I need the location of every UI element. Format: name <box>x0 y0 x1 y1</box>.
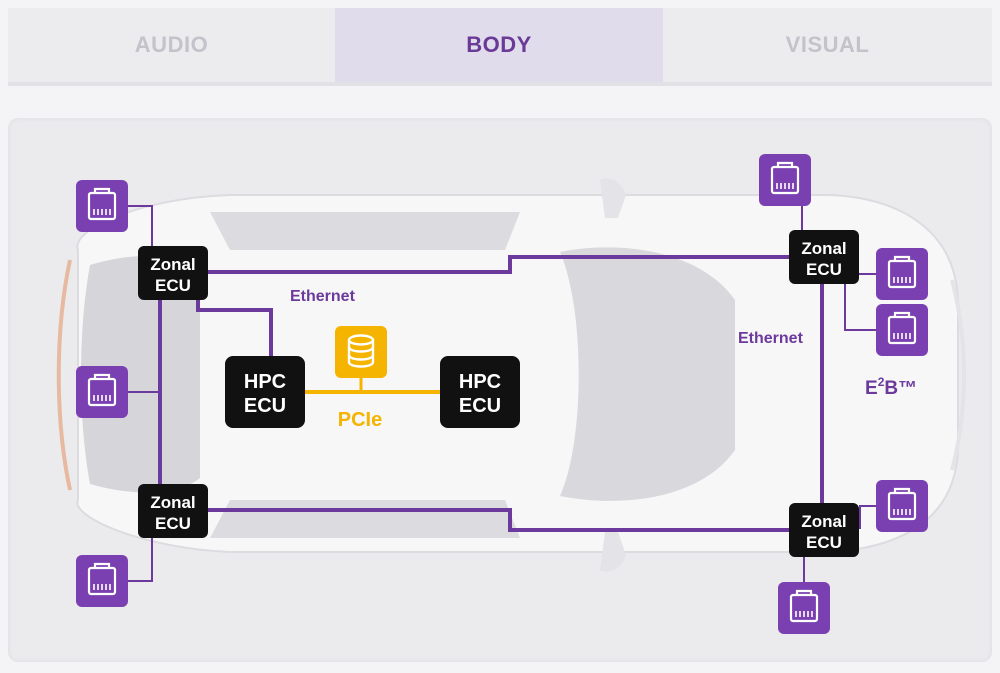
zonal-ecu-label-line2: ECU <box>806 260 842 279</box>
ethernet-port-icon <box>874 478 930 534</box>
zonal-ecu-rear-right: Zonal ECU <box>789 503 859 557</box>
ethernet-port-icon <box>776 580 832 636</box>
ethernet-port-icon <box>874 246 930 302</box>
hpc-ecu-right: HPC ECU <box>440 356 520 428</box>
tab-audio-label: AUDIO <box>134 32 209 57</box>
hpc-ecu-label-line2: ECU <box>459 395 501 417</box>
tab-body[interactable]: BODY <box>335 8 663 86</box>
hpc-ecu-label-line2: ECU <box>244 395 286 417</box>
zonal-ecu-label-line2: ECU <box>155 514 191 533</box>
ethernet-port-icon <box>874 302 930 358</box>
tab-body-label: BODY <box>466 32 532 57</box>
ethernet-label-right: Ethernet <box>738 330 804 347</box>
hpc-ecu-left: HPC ECU <box>225 356 305 428</box>
zonal-ecu-label-line1: Zonal <box>150 493 195 512</box>
tab-bar: AUDIO BODY VISUAL <box>8 8 992 86</box>
pcie-link: PCIe <box>300 326 445 431</box>
ethernet-link-bottom <box>172 508 822 532</box>
tab-bar-divider <box>8 82 992 86</box>
ethernet-port-icon <box>757 152 813 208</box>
zonal-ecu-label-line1: Zonal <box>801 512 846 531</box>
hpc-ecu-label-line1: HPC <box>459 371 501 393</box>
tab-visual-label: VISUAL <box>785 32 870 57</box>
ethernet-port-icon <box>74 364 130 420</box>
network-labels: Ethernet Ethernet E2B™ <box>290 288 917 399</box>
zonal-ecu-label-line2: ECU <box>806 533 842 552</box>
zonal-ecu-front-right: Zonal ECU <box>789 230 859 284</box>
ethernet-label-left: Ethernet <box>290 288 356 305</box>
hpc-ecus: HPC ECU HPC ECU <box>225 356 520 428</box>
ethernet-port-icon <box>74 178 130 234</box>
hpc-ecu-label-line1: HPC <box>244 371 286 393</box>
e2b-label: E2B™ <box>865 375 917 399</box>
zonal-ecu-label-line1: Zonal <box>801 239 846 258</box>
zonal-ecu-label-line2: ECU <box>155 276 191 295</box>
pcie-label: PCIe <box>338 409 382 431</box>
zonal-ecu-label-line1: Zonal <box>150 255 195 274</box>
ethernet-link-top <box>172 255 822 274</box>
zonal-ecu-front-left: Zonal ECU <box>138 246 208 300</box>
zonal-ecus: Zonal ECU Zonal ECU Zonal ECU Zonal ECU <box>138 230 859 557</box>
network-links <box>128 205 876 582</box>
storage-icon <box>335 326 387 378</box>
tab-visual[interactable]: VISUAL <box>663 8 992 82</box>
ethernet-port-icon <box>74 553 130 609</box>
tab-audio[interactable]: AUDIO <box>8 8 335 82</box>
zonal-ecu-rear-left: Zonal ECU <box>138 484 208 538</box>
ethernet-link-hpc <box>196 298 273 390</box>
